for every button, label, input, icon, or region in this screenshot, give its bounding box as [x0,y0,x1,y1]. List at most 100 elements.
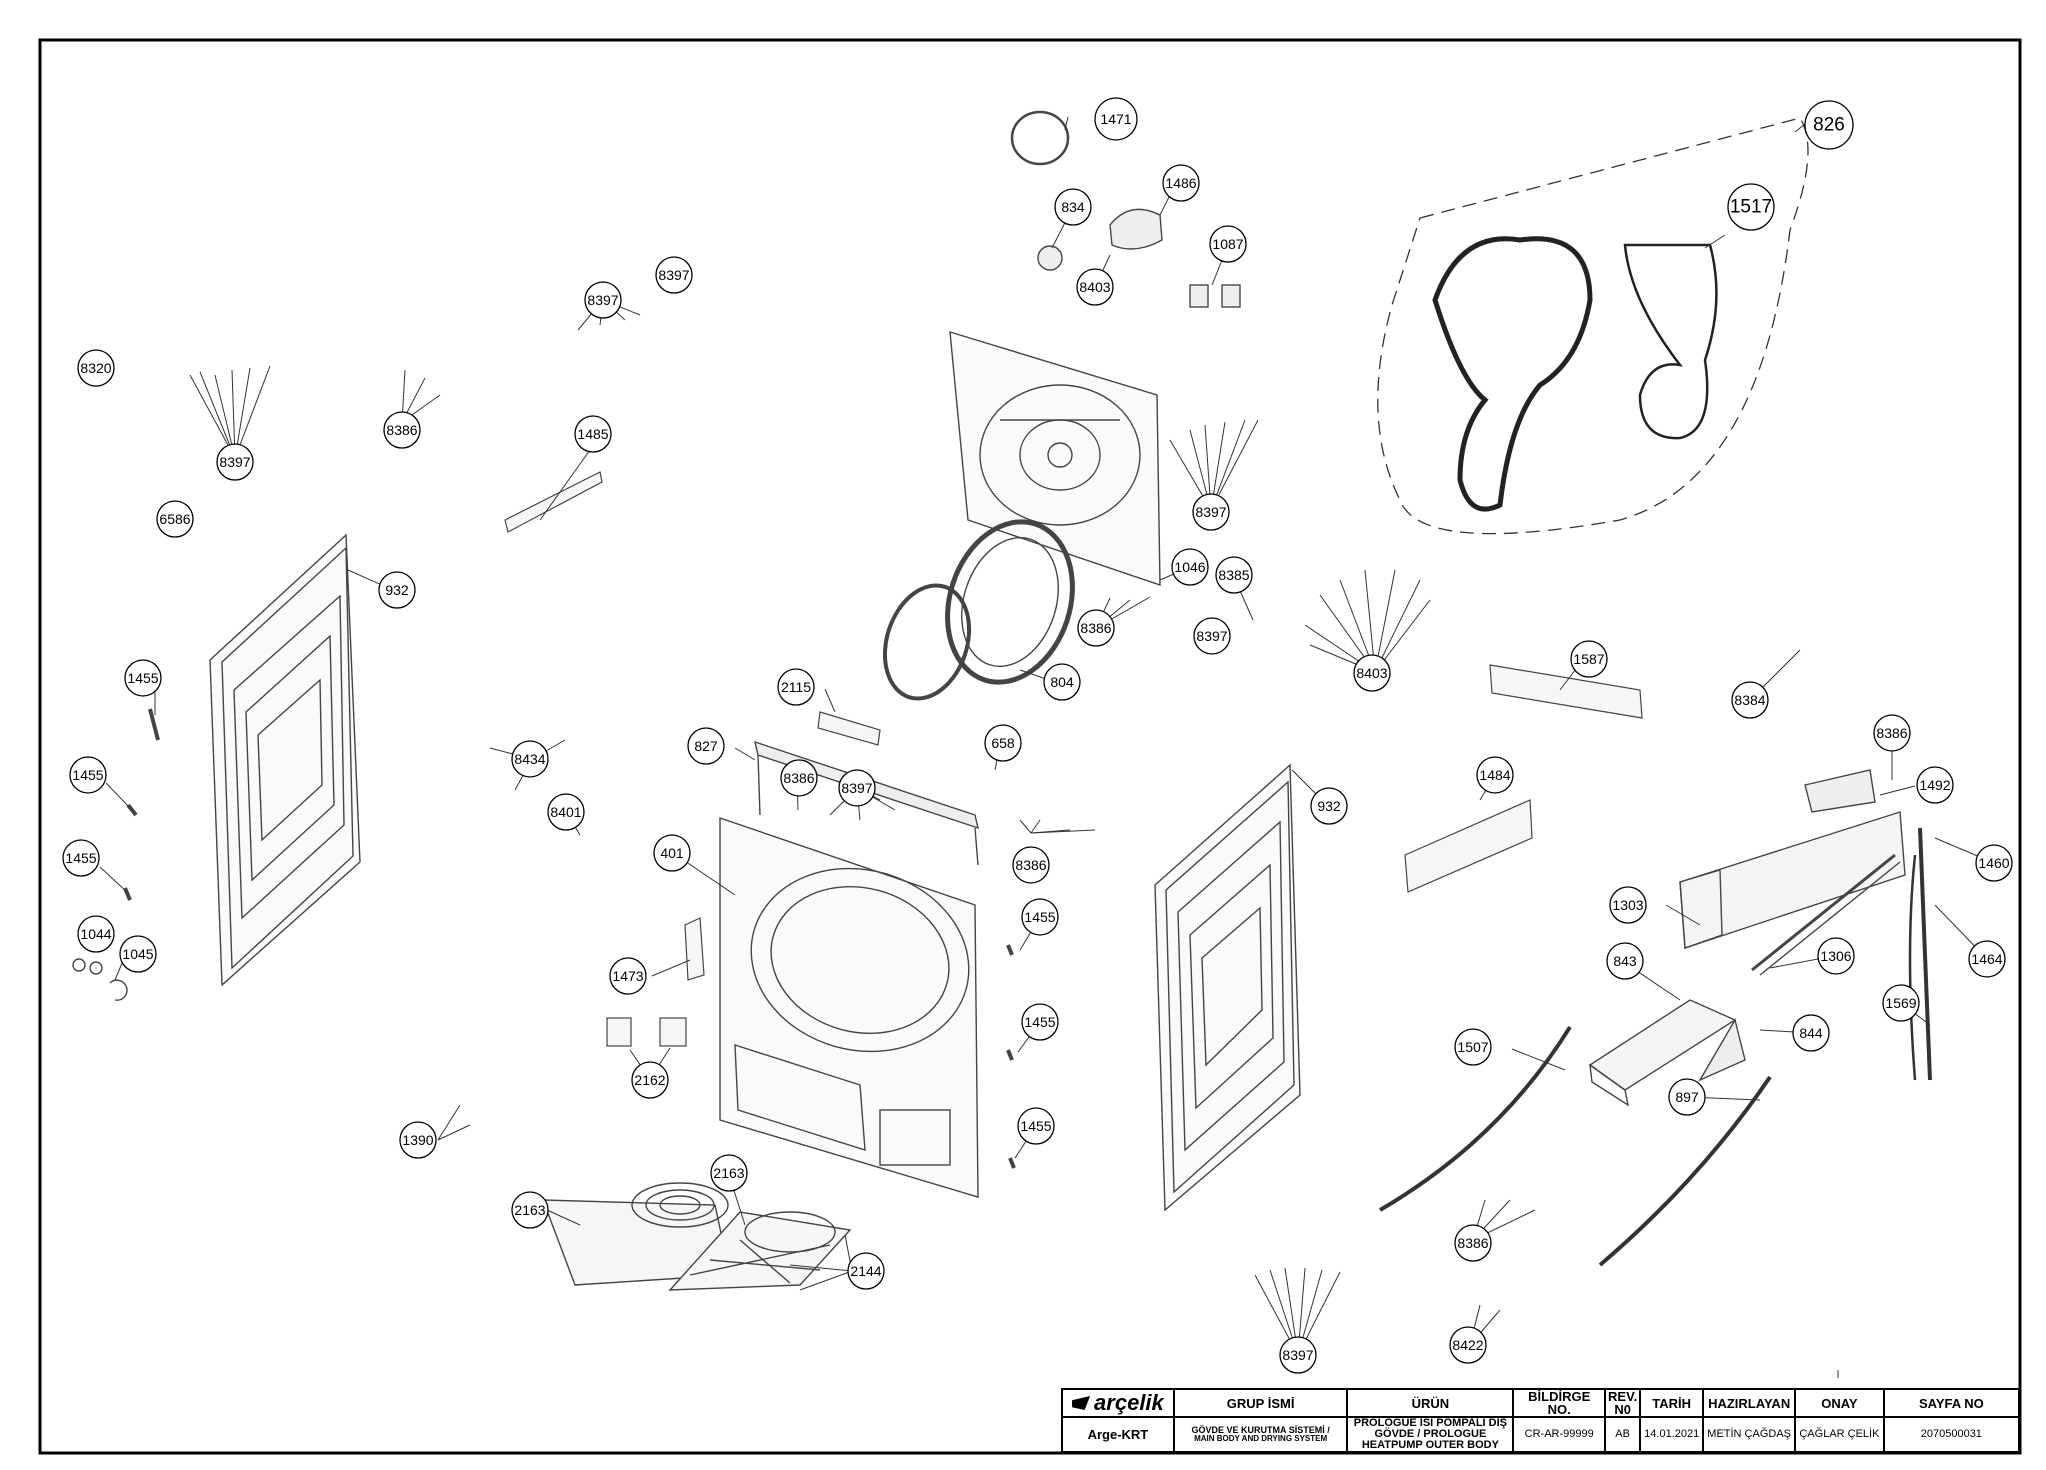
callout-844: 844 [1792,1014,1830,1052]
dept-value: Arge-KRT [1061,1416,1175,1453]
header-date: TARİH [1639,1388,1705,1418]
svg-text:8434: 8434 [514,751,545,767]
svg-text:826: 826 [1813,115,1845,136]
group-value: GÖVDE VE KURUTMA SİSTEMİ / MAIN BODY AND… [1172,1416,1349,1453]
callout-2163: 2163 [710,1154,748,1192]
svg-text:8403: 8403 [1356,665,1387,681]
group-value-line1: GÖVDE VE KURUTMA SİSTEMİ / [1191,1425,1330,1435]
callout-8397: 8397 [1279,1336,1317,1374]
svg-text:1455: 1455 [127,670,158,686]
svg-text:1517: 1517 [1730,197,1772,218]
svg-text:1587: 1587 [1573,651,1604,667]
filter-plate-drawing [541,1182,852,1291]
svg-text:8384: 8384 [1734,692,1765,708]
svg-text:1455: 1455 [1020,1118,1051,1134]
header-bildirge: BİLDİRGE NO. [1512,1388,1607,1418]
svg-text:834: 834 [1061,199,1085,215]
svg-text:2163: 2163 [713,1165,744,1181]
svg-text:8397: 8397 [1195,504,1226,520]
arcelik-logo-icon [1072,1396,1091,1410]
svg-text:1569: 1569 [1885,995,1916,1011]
condenser-seal-drawing [1377,117,1809,535]
callout-827: 827 [687,727,725,765]
callout-8397: 8397 [838,769,876,807]
callout-8386: 8386 [1454,1224,1492,1262]
svg-text:1390: 1390 [402,1132,433,1148]
svg-text:1460: 1460 [1978,855,2009,871]
callout-658: 658 [984,724,1022,762]
svg-text:2115: 2115 [781,679,811,695]
svg-text:8386: 8386 [1015,857,1046,873]
callout-1569: 1569 [1882,984,1920,1022]
callout-1303: 1303 [1609,886,1647,924]
svg-text:401: 401 [660,845,684,861]
side-panel-right-drawing [1154,763,1301,1212]
header-approval: ONAY [1794,1388,1885,1418]
svg-text:8397: 8397 [587,292,618,308]
callout-8403: 8403 [1353,654,1391,692]
svg-text:6586: 6586 [159,511,190,527]
callout-8320: 8320 [77,349,115,387]
callout-932: 932 [378,571,416,609]
date-value: 14.01.2021 [1639,1416,1705,1453]
callout-6586: 6586 [156,500,194,538]
svg-text:1303: 1303 [1612,897,1643,913]
svg-text:8386: 8386 [1457,1235,1488,1251]
callout-897: 897 [1668,1078,1706,1116]
callout-8434: 8434 [511,740,549,778]
callout-8397: 8397 [584,281,622,319]
door-lock-drawing [684,917,705,981]
base-tray-drawing [1588,999,1746,1107]
callout-1455: 1455 [1021,898,1059,936]
svg-text:932: 932 [385,582,409,598]
callout-1471: 1471 [1094,97,1138,141]
callout-804: 804 [1043,663,1081,701]
svg-text:1484: 1484 [1479,767,1510,783]
svg-text:8386: 8386 [386,422,417,438]
callout-1485: 1485 [574,415,612,453]
approval-value: ÇAĞLAR ÇELİK [1794,1416,1885,1453]
callout-843: 843 [1606,942,1644,980]
svg-text:1471: 1471 [1100,111,1131,127]
header-group: GRUP İSMİ [1172,1388,1349,1418]
svg-text:1486: 1486 [1165,175,1196,191]
product-value: PROLOGUE ISI POMPALI DIŞ GÖVDE / PROLOGU… [1346,1416,1515,1453]
callout-8397: 8397 [1193,617,1231,655]
callout-1455: 1455 [1021,1003,1059,1041]
callout-8401: 8401 [547,793,585,831]
control-brackets-drawing [1404,664,1643,893]
fasteners-drawing [72,708,1016,1169]
bracket-drawing [817,711,881,746]
hoses-drawing [1378,827,1932,1267]
callout-1087: 1087 [1209,225,1247,263]
svg-text:8401: 8401 [550,804,581,820]
callout-8386: 8386 [780,759,818,797]
svg-text:1306: 1306 [1820,948,1851,964]
callout-8386: 8386 [383,411,421,449]
leader-lines [99,111,1995,1378]
top-small-parts-drawing [1010,110,1241,308]
svg-text:932: 932 [1317,798,1341,814]
callout-2163: 2163 [511,1191,549,1229]
page-value: 2070500031 [1882,1416,2021,1453]
header-rev: REV. N0 [1604,1388,1642,1418]
svg-text:897: 897 [1675,1089,1699,1105]
callout-1455: 1455 [69,756,107,794]
hinges-drawing [606,1017,687,1047]
callout-1045: 1045 [119,935,157,973]
svg-text:8386: 8386 [1876,725,1907,741]
svg-text:8320: 8320 [80,360,111,376]
svg-text:1507: 1507 [1457,1039,1488,1055]
svg-text:2144: 2144 [850,1263,881,1279]
svg-text:1455: 1455 [72,767,103,783]
callout-1390: 1390 [399,1121,437,1159]
logo-text: arçelik [1094,1390,1164,1415]
svg-text:1455: 1455 [65,850,96,866]
svg-text:1455: 1455 [1024,1014,1055,1030]
rail-drawing [504,471,603,533]
callout-1455: 1455 [124,659,162,697]
callout-8385: 8385 [1215,556,1253,594]
svg-text:1087: 1087 [1212,236,1243,252]
svg-text:8397: 8397 [841,780,872,796]
